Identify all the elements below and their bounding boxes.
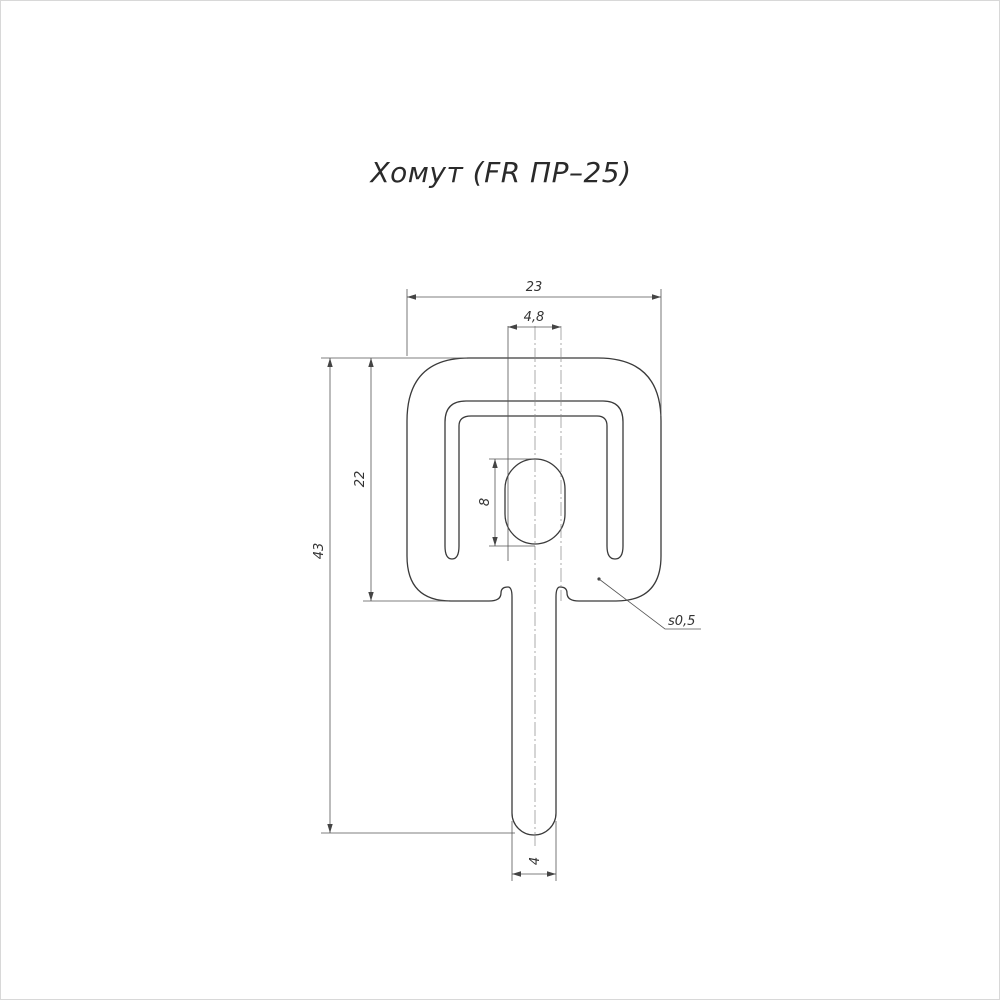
clamp-inner-channel: [444, 400, 624, 560]
thickness-leader: [598, 578, 701, 630]
dim-slot-width: 4,8: [524, 310, 545, 325]
drawing-title: Хомут (FR ПР–25): [370, 156, 632, 189]
dim-stem-width: 4: [528, 857, 543, 865]
dim-slot-height: 8: [478, 498, 493, 506]
dim-head-height: 22: [353, 471, 368, 488]
clamp-outer-outline: [406, 357, 662, 836]
dim-thickness: s0,5: [668, 614, 695, 629]
dim-overall-width: 23: [526, 280, 543, 295]
dim-total-height: 43: [312, 543, 327, 560]
